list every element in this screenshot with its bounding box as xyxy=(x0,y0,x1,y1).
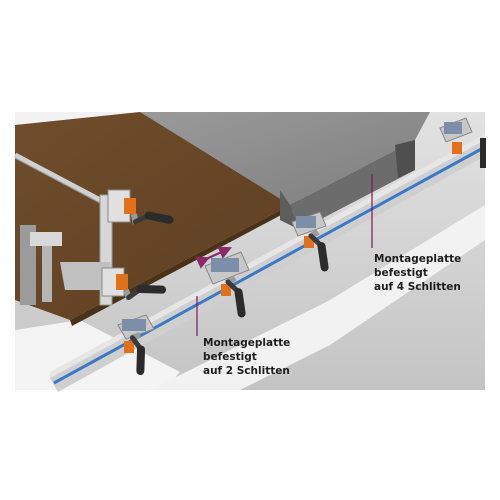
label-mount-four-slides: Montageplatte befestigt auf 4 Schlitten xyxy=(374,252,461,294)
label-mount-two-line3: auf 2 Schlitten xyxy=(203,365,290,377)
label-mount-four-line2: befestigt xyxy=(374,267,428,279)
support-bar xyxy=(13,152,102,203)
clamp-middle xyxy=(101,267,162,302)
carriage-1 xyxy=(117,314,154,371)
mounting-plate-front xyxy=(290,140,415,230)
mounting-plate-gap xyxy=(395,140,415,178)
label-mount-two-line2: befestigt xyxy=(203,351,257,363)
label-mount-two-line1: Montageplatte xyxy=(203,337,291,349)
mounting-plate-side xyxy=(280,190,300,230)
support-bar-shade xyxy=(14,157,101,204)
label-mount-two-slides: Montageplatte befestigt auf 2 Schlitten xyxy=(203,336,290,378)
carriage-3 xyxy=(291,211,335,267)
mounting-plate-top xyxy=(140,112,430,205)
left-bracket xyxy=(30,232,62,246)
clamp-upper xyxy=(107,189,170,226)
guide-rail-top xyxy=(50,134,485,378)
label-mount-four-line3: auf 4 Schlitten xyxy=(374,281,461,293)
mast-base xyxy=(60,262,115,290)
double-arrow-icon xyxy=(195,246,233,269)
label-mount-four-line1: Montageplatte xyxy=(374,253,462,265)
left-post-2 xyxy=(42,232,52,302)
carriage-4 xyxy=(439,117,486,168)
